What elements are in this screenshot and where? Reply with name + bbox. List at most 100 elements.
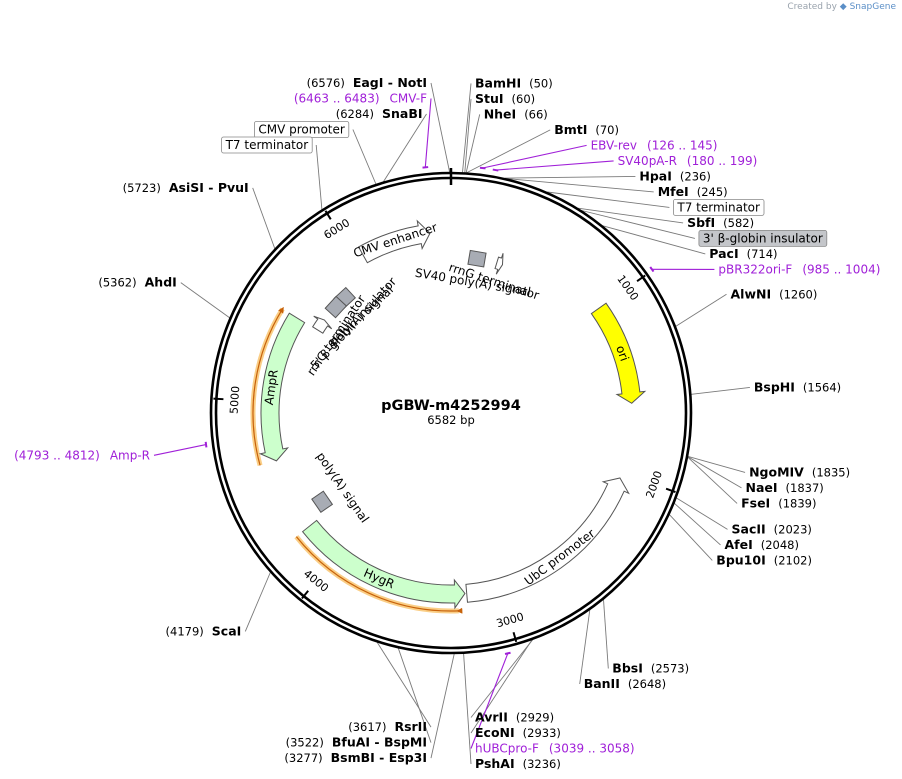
- site-label[interactable]: BamHI(50): [475, 75, 553, 90]
- feature-arrow[interactable]: [258, 312, 306, 462]
- site-bpu10i[interactable]: Bpu10I(2102): [716, 552, 812, 567]
- site-label[interactable]: AfeI(2048): [725, 537, 800, 552]
- feature-arrow[interactable]: [465, 477, 630, 603]
- feature-arrow[interactable]: [590, 302, 647, 404]
- site-label[interactable]: NheI(66): [484, 106, 548, 121]
- site-paci[interactable]: PacI(714): [709, 246, 777, 261]
- primer-cmv-f[interactable]: (6463 .. 6483)CMV-F: [294, 92, 427, 106]
- feature-box-label: poly(A) signal: [314, 450, 372, 526]
- site-ahdi[interactable]: (5362)AhdI: [98, 275, 176, 290]
- feature-ampr[interactable]: AmpR: [258, 312, 306, 462]
- feature-callout-label[interactable]: T7 terminator: [225, 138, 309, 152]
- site-label[interactable]: (6284)SnaBI: [336, 106, 423, 121]
- site-stui[interactable]: StuI(60): [475, 91, 535, 106]
- primer-label[interactable]: pBR322ori-F(985 .. 1004): [718, 262, 880, 276]
- site-label[interactable]: HpaI(236): [639, 168, 710, 183]
- site-bfuai-bspmi[interactable]: (3522)BfuAI - BspMI: [286, 735, 427, 750]
- boxed-label-3-globin-insulator[interactable]: 3' β-globin insulator: [698, 229, 828, 247]
- feature-ubc-promoter[interactable]: UbC promoter: [465, 477, 630, 603]
- site-label[interactable]: (3617)RsrII: [348, 719, 427, 734]
- feature-sv40-poly-a-signal[interactable]: [467, 249, 487, 268]
- site-bsphi[interactable]: BspHI(1564): [754, 379, 841, 394]
- site-label[interactable]: NgoMIV(1835): [749, 464, 850, 479]
- boxed-label-cmv-promoter[interactable]: CMV promoter: [253, 121, 350, 138]
- site-bbsi[interactable]: BbsI(2573): [612, 661, 689, 676]
- primer-hubcpro-f[interactable]: hUBCpro-F(3039 .. 3058): [475, 742, 635, 756]
- site-label[interactable]: EcoNI(2933): [475, 725, 561, 740]
- feature-5-globin-insulator[interactable]: [324, 295, 348, 319]
- feature-arrow[interactable]: [357, 219, 431, 264]
- primer-label[interactable]: hUBCpro-F(3039 .. 3058): [475, 742, 635, 756]
- feature-arrow[interactable]: [494, 253, 504, 275]
- site-label[interactable]: SacII(2023): [732, 521, 812, 536]
- site-pshai[interactable]: PshAI(3236): [475, 756, 561, 771]
- site-asisi-pvui[interactable]: (5723)AsiSI - PvuI: [123, 180, 249, 195]
- feature-callout-label[interactable]: T7 terminator: [676, 200, 760, 214]
- site-eagi-noti[interactable]: (6576)EagI - NotI: [307, 75, 427, 90]
- feature-ori[interactable]: ori: [590, 302, 647, 404]
- primer-label[interactable]: EBV-rev(126 .. 145): [591, 138, 718, 152]
- site-label[interactable]: AlwNI(1260): [731, 286, 818, 301]
- feature-callout-label[interactable]: CMV promoter: [258, 123, 345, 137]
- site-ngomiv[interactable]: NgoMIV(1835): [749, 464, 850, 479]
- primer-sv40pa-r[interactable]: SV40pA-R(180 .. 199): [618, 154, 758, 168]
- site-snabi[interactable]: (6284)SnaBI: [336, 106, 423, 121]
- feature-label: AmpR: [262, 368, 281, 405]
- primer-label[interactable]: (6463 .. 6483)CMV-F: [294, 92, 427, 106]
- site-label[interactable]: (3277)BsmBI - Esp3I: [284, 750, 427, 765]
- site-bsmbi-esp3i[interactable]: (3277)BsmBI - Esp3I: [284, 750, 427, 765]
- site-label[interactable]: (5723)AsiSI - PvuI: [123, 180, 249, 195]
- site-sbfi[interactable]: SbfI(582): [687, 215, 754, 230]
- site-avrii[interactable]: AvrII(2929): [475, 710, 554, 725]
- primer-label[interactable]: (4793 .. 4812)Amp-R: [14, 448, 150, 462]
- site-label[interactable]: BbsI(2573): [612, 661, 689, 676]
- site-hpai[interactable]: HpaI(236): [639, 168, 710, 183]
- site-label[interactable]: (4179)ScaI: [166, 623, 242, 638]
- site-scai[interactable]: (4179)ScaI: [166, 623, 242, 638]
- ruler-tick: [301, 590, 309, 600]
- boxed-label-t7-terminator[interactable]: T7 terminator: [221, 136, 313, 154]
- site-label[interactable]: FseI(1839): [741, 495, 816, 510]
- site-label[interactable]: PacI(714): [709, 246, 777, 261]
- primer-pbr322ori-f[interactable]: pBR322ori-F(985 .. 1004): [718, 262, 880, 276]
- site-mfei[interactable]: MfeI(245): [658, 184, 728, 199]
- site-label[interactable]: MfeI(245): [658, 184, 728, 199]
- feature-callout-label[interactable]: 3' β-globin insulator: [703, 231, 823, 245]
- feature-poly-a-signal[interactable]: [311, 490, 334, 513]
- feature-box[interactable]: [311, 490, 334, 513]
- feature-arrow[interactable]: [301, 519, 466, 610]
- site-bamhi[interactable]: BamHI(50): [475, 75, 553, 90]
- site-label[interactable]: (3522)BfuAI - BspMI: [286, 735, 427, 750]
- boxed-label-t7-terminator[interactable]: T7 terminator: [673, 198, 765, 216]
- feature-hygr[interactable]: HygR: [301, 519, 466, 610]
- site-label[interactable]: Bpu10I(2102): [716, 552, 812, 567]
- site-label[interactable]: BmtI(70): [554, 122, 619, 137]
- site-sacii[interactable]: SacII(2023): [732, 521, 812, 536]
- site-nhei[interactable]: NheI(66): [484, 106, 548, 121]
- watermark: Created by ◆ SnapGene: [787, 2, 896, 12]
- site-banii[interactable]: BanII(2648): [584, 676, 666, 691]
- site-econi[interactable]: EcoNI(2933): [475, 725, 561, 740]
- site-fsei[interactable]: FseI(1839): [741, 495, 816, 510]
- site-label[interactable]: BanII(2648): [584, 676, 666, 691]
- site-afei[interactable]: AfeI(2048): [725, 537, 800, 552]
- feature-arrow[interactable]: [311, 315, 333, 334]
- feature-cmv-enhancer[interactable]: CMV enhancer: [352, 219, 439, 264]
- site-label[interactable]: StuI(60): [475, 91, 535, 106]
- site-label[interactable]: (5362)AhdI: [98, 275, 176, 290]
- site-alwni[interactable]: AlwNI(1260): [731, 286, 818, 301]
- site-label[interactable]: NaeI(1837): [746, 480, 824, 495]
- site-rsrii[interactable]: (3617)RsrII: [348, 719, 427, 734]
- site-label[interactable]: (6576)EagI - NotI: [307, 75, 427, 90]
- primer-label[interactable]: SV40pA-R(180 .. 199): [618, 154, 758, 168]
- primer-amp-r[interactable]: (4793 .. 4812)Amp-R: [14, 448, 150, 462]
- site-bmti[interactable]: BmtI(70): [554, 122, 619, 137]
- site-label[interactable]: SbfI(582): [687, 215, 754, 230]
- site-naei[interactable]: NaeI(1837): [746, 480, 824, 495]
- site-label[interactable]: AvrII(2929): [475, 710, 554, 725]
- site-label[interactable]: BspHI(1564): [754, 379, 841, 394]
- feature-box[interactable]: [467, 249, 487, 268]
- site-label[interactable]: PshAI(3236): [475, 756, 561, 771]
- feature-box[interactable]: [324, 295, 348, 319]
- primer-ebv-rev[interactable]: EBV-rev(126 .. 145): [591, 138, 718, 152]
